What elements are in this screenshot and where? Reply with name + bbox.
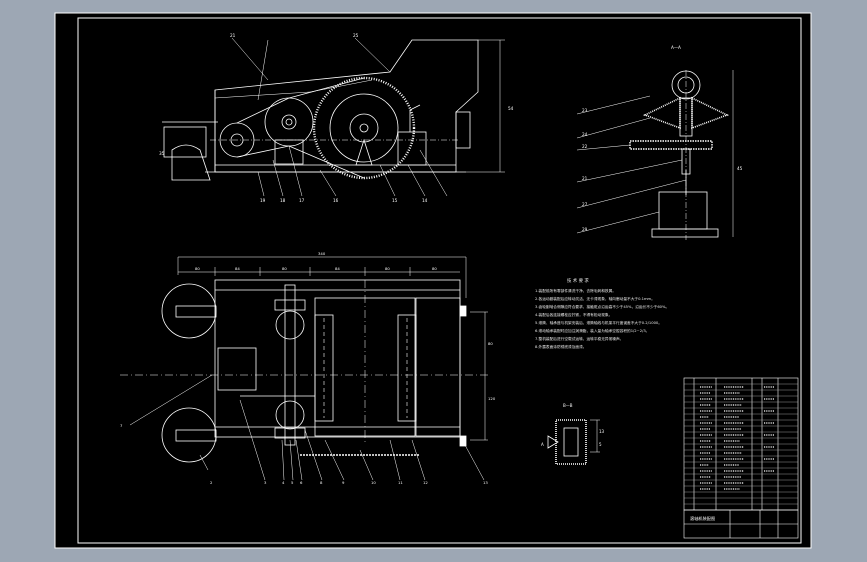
tech-req-title: 技 术 要 求	[567, 277, 589, 284]
balloon-label: 10	[371, 480, 376, 485]
inner-frame	[77, 17, 802, 544]
dimension-text: 84	[335, 266, 340, 271]
balloon-label: 4	[282, 480, 285, 485]
dimension-text: 80	[195, 266, 200, 271]
tech-req-line: 8.外露表面涂防锈底漆及面漆。	[535, 344, 586, 349]
tech-req-line: 6.滚动轴承装配时应加注润滑脂，装入量为轴承空腔容积的1/2~2/3。	[535, 328, 649, 333]
side-label: A	[541, 442, 544, 447]
balloon-label: 29	[582, 227, 588, 232]
dimension-text: 80	[488, 341, 493, 346]
dimension-text: 84	[235, 266, 240, 271]
balloon-label: 24	[582, 132, 588, 137]
title-block[interactable]	[683, 509, 799, 539]
parts-list-table[interactable]	[683, 377, 799, 511]
drawing-sheet	[54, 12, 812, 549]
balloon-label: 14	[422, 198, 428, 203]
balloon-label: 13	[483, 480, 488, 485]
balloon-label: 19	[260, 198, 266, 203]
balloon-label: 25	[353, 33, 359, 38]
balloon-label: 21	[230, 33, 236, 38]
section-b-b-view[interactable]	[547, 419, 600, 465]
plan-view-labels: 340 80 84 80 84 80 80 80 120 7 2 3 4 5 6…	[120, 251, 496, 485]
section-b-b-labels: B—B 13 5 A	[541, 403, 605, 447]
title-block-labels: 滚轴机装配图	[690, 515, 715, 522]
dimension-text: 13	[599, 429, 605, 434]
balloon-label: 11	[398, 480, 403, 485]
height-dimension: 54	[508, 106, 514, 111]
tech-req-line: 2.各运动副装配后应转动灵活，无卡滞现象，轴向窜动量不大于0.1mm。	[535, 296, 655, 301]
balloon-label: 3	[264, 480, 267, 485]
dimension-text: 120	[488, 396, 496, 401]
section-dimension: 45	[737, 166, 743, 171]
balloon-label: 17	[299, 198, 305, 203]
drawing-title: 滚轴机装配图	[690, 515, 715, 522]
balloon-label: 23	[582, 108, 588, 113]
plan-view[interactable]	[120, 256, 490, 481]
section-a-a-labels: A—A 23 24 22 21 27 29 45	[582, 45, 743, 232]
tech-req-line: 7.整机装配后进行空载试运转，运转平稳无异常噪声。	[535, 336, 623, 341]
front-view[interactable]	[162, 37, 505, 197]
total-width-dimension: 340	[318, 251, 326, 256]
balloon-label: 22	[582, 144, 588, 149]
dimension-text: 5	[599, 442, 602, 447]
balloon-label: 15	[392, 198, 398, 203]
balloon-label: 18	[280, 198, 286, 203]
tech-req-line: 5.滚筒、轴承座与机架安装后，滚筒轴线与机架平行度误差不大于0.2/1000。	[535, 320, 662, 325]
front-view-labels: 21 25 19 18 17 16 15 14 54 35	[159, 33, 514, 203]
section-a-a-view[interactable]	[576, 70, 734, 240]
section-title: A—A	[671, 45, 681, 50]
tech-req-line: 4.装配后各连接螺栓应拧紧，不得有松动现象。	[535, 312, 612, 317]
balloon-label: 7	[120, 423, 123, 428]
balloon-label: 12	[423, 480, 428, 485]
balloon-label: 8	[320, 480, 323, 485]
tech-req-line: 1.装配前所有零部件清洗干净，去除毛刺和铁屑。	[535, 288, 616, 293]
balloon-label: 9	[342, 480, 345, 485]
balloon-label: 2	[210, 480, 213, 485]
tech-req-line: 3.齿轮副啮合侧隙应符合要求，接触斑点沿齿高不少于45%，沿齿长不少于60%。	[535, 304, 669, 309]
balloon-label: 16	[333, 198, 339, 203]
side-label: 35	[159, 151, 165, 156]
dimension-text: 80	[432, 266, 437, 271]
balloon-label: 21	[582, 176, 588, 181]
balloon-label: 5	[291, 480, 294, 485]
technical-requirements[interactable]: 技 术 要 求 1.装配前所有零部件清洗干净，去除毛刺和铁屑。 2.各运动副装配…	[535, 277, 669, 349]
balloon-label: 6	[300, 480, 303, 485]
dimension-text: 80	[385, 266, 390, 271]
section-title: B—B	[563, 403, 573, 408]
balloon-label: 27	[582, 202, 588, 207]
dimension-text: 80	[282, 266, 287, 271]
